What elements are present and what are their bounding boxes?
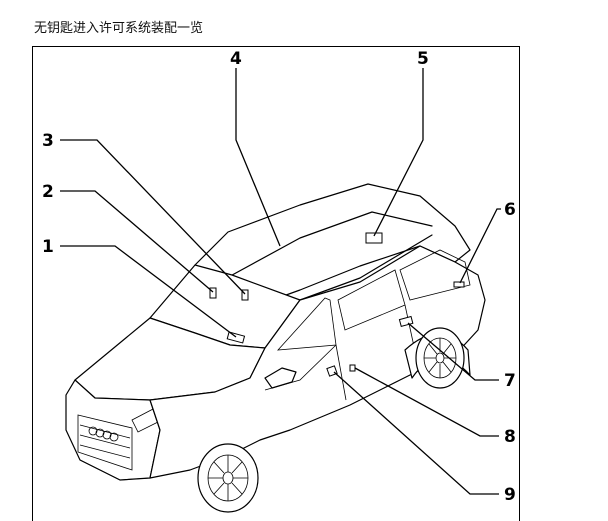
- diagram-frame: [32, 46, 520, 521]
- front-wheel: [197, 443, 259, 513]
- components: [209, 232, 465, 377]
- component-9-door-handle-front: [326, 365, 338, 377]
- component-6-antenna: [453, 281, 465, 288]
- brand-logo-rings: [88, 426, 119, 442]
- callout-9: 9: [504, 485, 516, 505]
- component-5-antenna: [365, 232, 383, 244]
- callout-4: 4: [230, 49, 242, 69]
- component-8-sensor: [349, 364, 356, 372]
- callout-6: 6: [504, 200, 516, 220]
- vehicle-outline: [65, 183, 486, 513]
- component-2-antenna: [209, 287, 217, 299]
- callout-7: 7: [504, 371, 516, 391]
- callout-labels: 1 2 3 4 5 6 7 8 9: [42, 49, 516, 505]
- rear-wheel: [415, 327, 465, 389]
- callout-5: 5: [417, 49, 429, 69]
- callout-3: 3: [42, 131, 54, 151]
- component-3-antenna: [241, 289, 249, 301]
- callout-8: 8: [504, 427, 516, 447]
- component-1-antenna: [226, 331, 246, 344]
- callout-1: 1: [42, 237, 54, 257]
- leader-lines: [60, 68, 501, 495]
- diagram-caption: 无钥匙进入许可系统装配一览: [34, 21, 204, 36]
- callout-2: 2: [42, 182, 54, 202]
